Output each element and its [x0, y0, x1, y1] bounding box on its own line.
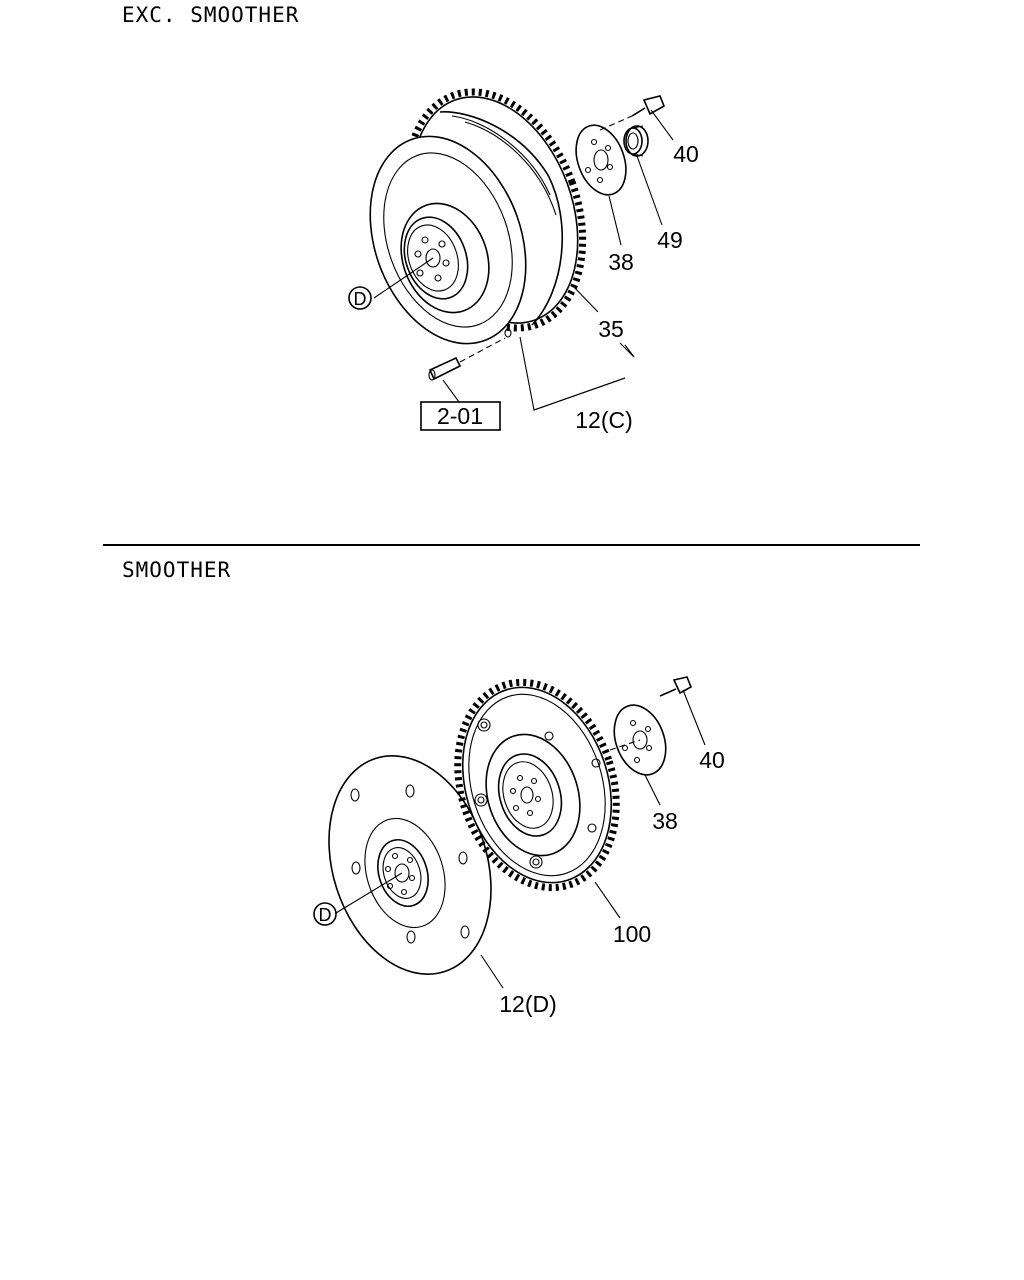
smoother-diagram: D 40 38 100 12(D) [313, 676, 725, 1017]
leader-lines-section2 [335, 689, 706, 989]
bearing-49 [623, 125, 649, 157]
callout-d-label-2: D [319, 905, 332, 925]
plate-38 [575, 124, 627, 196]
section-title-exc-smoother: EXC. SMOOTHER [122, 3, 300, 27]
part-number-40: 40 [673, 141, 699, 167]
part-number-49: 49 [657, 227, 683, 253]
callout-d-label: D [354, 289, 367, 309]
part-number-100: 100 [613, 921, 651, 947]
leader-lines-section1 [373, 109, 674, 411]
ref-box-label: 2-01 [437, 403, 483, 429]
drive-plate-holes [350, 784, 470, 944]
flywheel-body [369, 111, 563, 345]
ring-gear-bosses [474, 718, 601, 869]
exc-smoother-diagram: D 2-01 40 49 38 35 12(C) [348, 88, 699, 433]
part-number-38: 38 [608, 249, 634, 275]
part-number-40-smoother: 40 [699, 747, 725, 773]
callout-d-1: D [348, 286, 372, 310]
part-number-35: 35 [598, 316, 624, 342]
ring-gear-100 [454, 678, 620, 892]
section-title-smoother: SMOOTHER [122, 558, 232, 582]
dowel-pin [428, 337, 506, 381]
part-number-12c: 12(C) [575, 407, 633, 433]
part-number-38-smoother: 38 [652, 808, 678, 834]
bolt-40 [599, 95, 666, 131]
callout-d-2: D [313, 902, 337, 926]
ref-box-2-01[interactable]: 2-01 [420, 401, 501, 431]
bolt-holes-center [414, 236, 450, 282]
part-number-12d: 12(D) [499, 991, 557, 1017]
bolt-40-smoother [659, 676, 693, 697]
plate-38-smoother [609, 704, 667, 776]
